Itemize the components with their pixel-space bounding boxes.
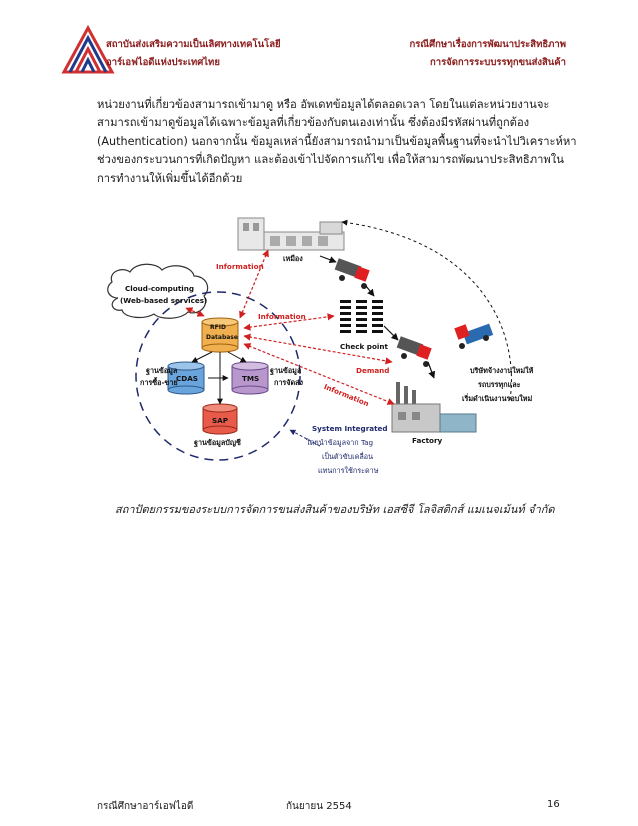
rfid-label-line1: RFID: [210, 324, 226, 331]
db-buysell-label-line1: ฐานข้อมูล: [146, 366, 177, 377]
footer-date: กันยายน 2554: [286, 799, 352, 814]
db-buysell-label-line2: การซื้อ-ขาย: [140, 378, 178, 389]
db-dispatch-label-line1: ฐานข้อมูล: [270, 366, 301, 377]
footer-left: กรณีศึกษาอาร์เอฟไอดี: [97, 799, 193, 814]
tag-note-line1: โดยนำข้อมูลจาก Tag: [306, 438, 373, 449]
factory-icon: [392, 382, 476, 432]
checkpoint-barcode-icon: [340, 300, 383, 333]
cloud-label-line2: (Web-based services): [120, 296, 207, 305]
truck-icon: [454, 324, 493, 349]
checkpoint-label: Check point: [340, 342, 388, 351]
cloud-label-line1: Cloud-computing: [125, 284, 194, 293]
truck-icon: [335, 258, 370, 289]
contractor-note-line1: บริษัทจ้างงานใหม่ให้: [470, 366, 533, 377]
truck-icon: [397, 336, 432, 367]
cdas-label: CDAS: [176, 374, 198, 383]
tms-label: TMS: [242, 374, 259, 383]
contractor-note-line2: รถบรรทุกและ: [478, 380, 520, 391]
mine-icon: [238, 218, 344, 250]
db-dispatch-label-line2: การจัดส่ง: [274, 378, 303, 389]
db-account-label: ฐานข้อมูลบัญชี: [194, 438, 241, 449]
tag-note-line2: เป็นตัวขับเคลื่อน: [322, 452, 373, 463]
system-integrated-label: System Integrated: [312, 424, 388, 433]
demand-label: Demand: [356, 366, 389, 375]
rfid-label-line2: Database: [206, 334, 238, 341]
factory-label: Factory: [412, 436, 442, 445]
tag-note-line3: แทนการใช้กระดาษ: [318, 466, 378, 477]
page-number: 16: [547, 799, 560, 810]
information-label: Information: [216, 262, 264, 271]
figure-caption: สถาปัตยกรรมของระบบการจัดการขนส่งสินค้าขอ…: [115, 500, 555, 518]
contractor-note-line3: เริ่มดำเนินงานรอบใหม่: [462, 394, 532, 405]
sap-label: SAP: [212, 416, 228, 425]
information-label: Information: [258, 312, 306, 321]
mine-label: เหมือง: [283, 254, 303, 265]
